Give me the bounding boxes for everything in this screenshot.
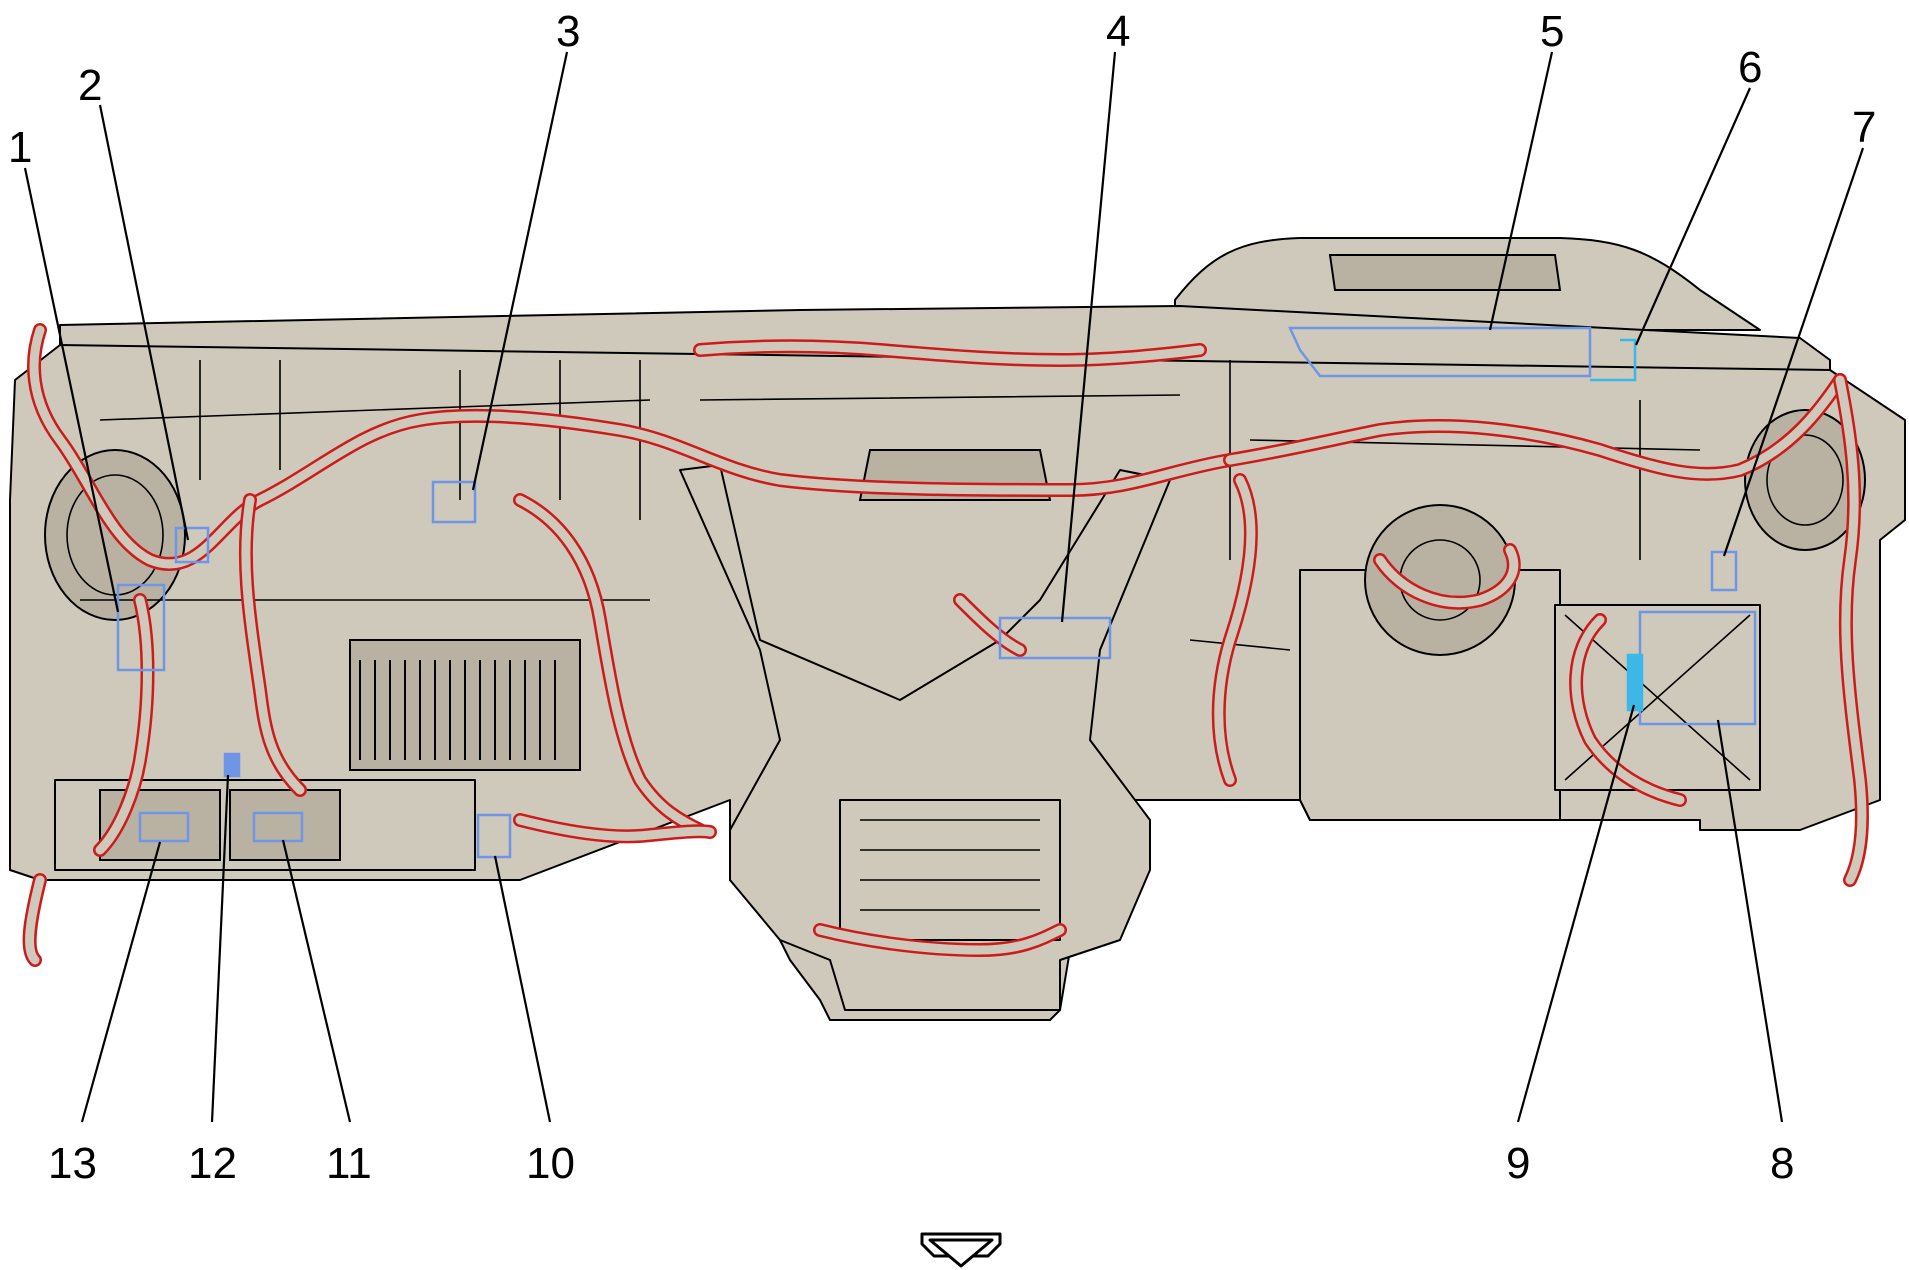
leader-11 [281, 839, 352, 1123]
module-1 [116, 583, 166, 672]
module-5 [1288, 326, 1592, 378]
highlighted-modules [116, 326, 1757, 859]
module-11 [252, 811, 304, 843]
leader-3 [471, 51, 569, 491]
callout-label-2: 2 [78, 61, 102, 110]
module-7 [1710, 550, 1738, 592]
harness-run-core-4 [95, 595, 152, 855]
harness-run-core-7 [515, 495, 705, 835]
module-9 [1626, 653, 1644, 712]
harness-run-core-10 [1571, 615, 1685, 805]
callout-label-12: 12 [188, 1139, 237, 1188]
wiring-harness [22, 323, 1869, 967]
callout-label-13: 13 [48, 1139, 97, 1188]
leader-lines [23, 51, 1865, 1123]
callout-label-5: 5 [1540, 7, 1564, 56]
leader-12 [210, 774, 230, 1123]
callout-label-8: 8 [1770, 1139, 1794, 1188]
callout-label-7: 7 [1852, 103, 1876, 152]
harness-run-core-1 [29, 325, 1235, 569]
leader-13 [80, 841, 162, 1123]
forward-arrow-icon [920, 1232, 1002, 1268]
leader-6 [1634, 87, 1752, 346]
callout-label-3: 3 [556, 7, 580, 56]
callout-label-6: 6 [1738, 43, 1762, 92]
leader-2 [98, 104, 190, 541]
callout-label-9: 9 [1506, 1139, 1530, 1188]
leader-10 [493, 855, 552, 1123]
harness-run-core-3 [695, 341, 1205, 365]
module-4 [998, 616, 1112, 660]
module-3 [431, 480, 477, 524]
callout-label-10: 10 [526, 1139, 575, 1188]
callout-label-4: 4 [1106, 7, 1130, 56]
harness-run-core-5 [241, 495, 305, 795]
harness-run-core-9 [1375, 545, 1519, 608]
leader-9 [1516, 704, 1636, 1123]
leader-1 [23, 167, 120, 613]
harness-run-core-2 [1225, 375, 1845, 479]
leader-7 [1722, 147, 1865, 557]
harness-run-core-11 [1835, 375, 1867, 885]
module-2 [174, 526, 210, 564]
harness-run-core-12 [955, 595, 1025, 655]
module-6 [1590, 338, 1637, 382]
module-13 [138, 811, 190, 843]
leader-4 [1060, 51, 1117, 623]
harness-run-core-13 [815, 925, 1065, 955]
module-10 [476, 813, 512, 859]
leader-5 [1488, 51, 1554, 331]
callout-label-11: 11 [326, 1139, 372, 1188]
harness-run-core-14 [515, 815, 715, 841]
callout-labels: 1 2 3 4 5 6 7 8 9 10 11 12 13 [8, 7, 1876, 1188]
callout-label-1: 1 [8, 123, 32, 172]
leader-8 [1716, 719, 1784, 1123]
harness-run-core-6 [25, 875, 45, 965]
harness-run-core-8 [1214, 475, 1256, 785]
module-12 [223, 752, 241, 778]
